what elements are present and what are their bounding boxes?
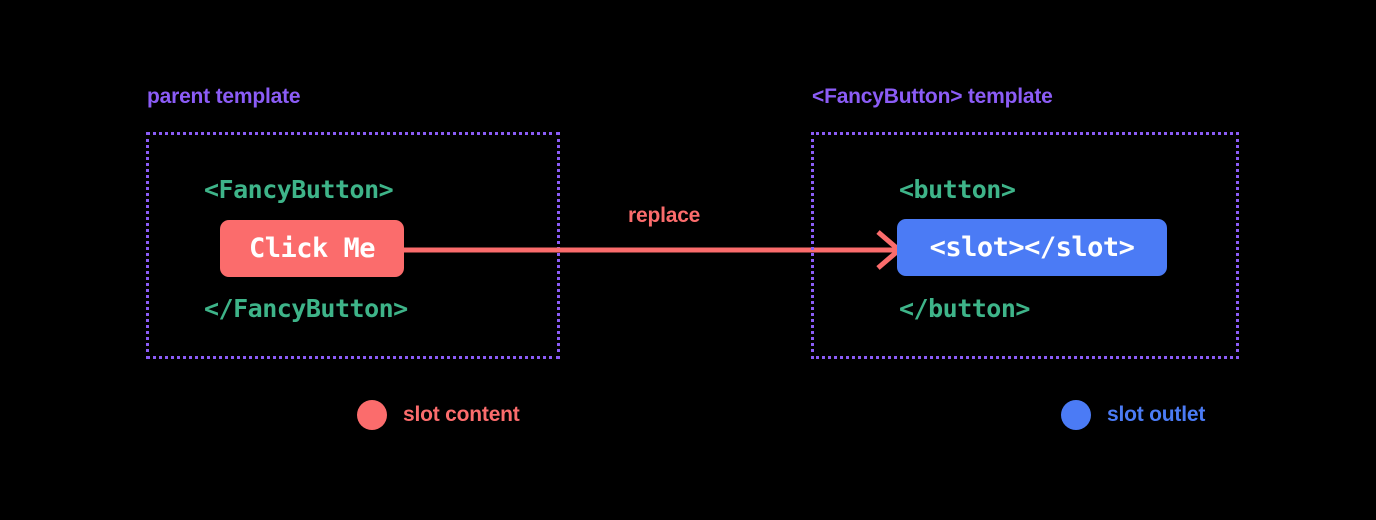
- parent-template-caption: parent template: [147, 85, 301, 108]
- legend-item-slot-outlet: slot outlet: [1061, 400, 1205, 430]
- parent-template-box: [146, 132, 560, 359]
- fancybutton-template-box: [811, 132, 1239, 359]
- replace-label: replace: [628, 204, 701, 227]
- fancybutton-code-close-tag: </button>: [899, 294, 1030, 323]
- slot-outlet-chip[interactable]: <slot></slot>: [897, 219, 1167, 276]
- parent-code-close-tag: </FancyButton>: [204, 294, 408, 323]
- legend-label-slot-outlet: slot outlet: [1107, 403, 1206, 426]
- parent-code-open-tag: <FancyButton>: [204, 175, 394, 204]
- legend-label-slot-content: slot content: [403, 403, 520, 426]
- circle-icon: [357, 400, 387, 430]
- fancybutton-code-open-tag: <button>: [899, 175, 1016, 204]
- legend-item-slot-content: slot content: [357, 400, 520, 430]
- fancybutton-template-caption: <FancyButton> template: [812, 85, 1053, 108]
- slot-content-chip[interactable]: Click Me: [220, 220, 404, 277]
- circle-icon: [1061, 400, 1091, 430]
